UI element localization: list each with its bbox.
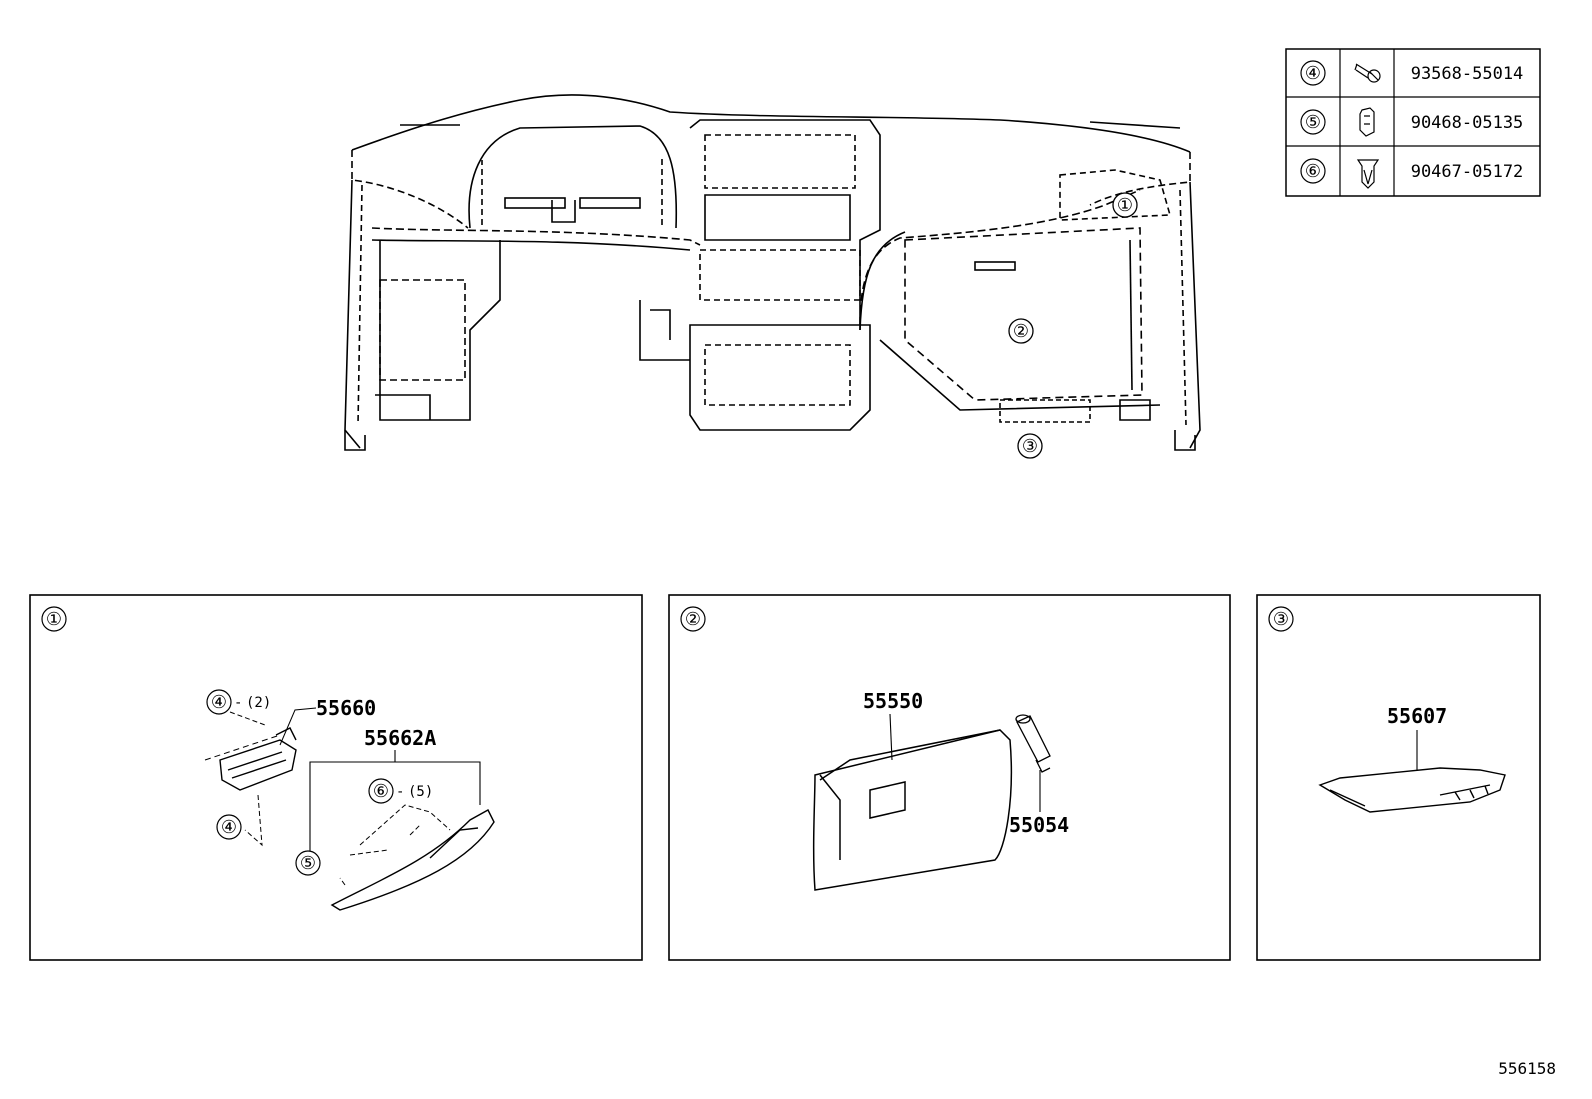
panel-1-ref: ① <box>46 609 62 630</box>
qty-label: - <box>234 695 242 711</box>
panel-3-ref: ③ <box>1273 609 1289 630</box>
legend-row-6: ⑥ 90467-05172 <box>1300 158 1524 189</box>
panel-1-ref-4-top: ④ <box>211 692 227 713</box>
legend-ref-6: ⑥ <box>1305 161 1321 182</box>
part-55662a-drawing <box>330 809 495 911</box>
legend-part-no: 93568-55014 <box>1411 64 1524 84</box>
legend-part-no: 90467-05172 <box>1411 162 1524 182</box>
panel-1-ref-6: ⑥ <box>373 781 389 802</box>
panel-1-ref-4-bottom: ④ <box>221 817 237 838</box>
legend-part-no: 90468-05135 <box>1411 113 1524 133</box>
part-label-55660: 55660 <box>316 696 376 720</box>
fastener-legend-table: ④ 93568-55014 ⑤ 90468-05135 ⑥ <box>1285 48 1541 197</box>
part-55550-glove-box-drawing <box>812 729 1013 891</box>
callout-1: ① <box>1117 195 1133 216</box>
legend-ref-5: ⑤ <box>1305 112 1321 133</box>
panel-2-ref: ② <box>685 609 701 630</box>
qty-6: (5) <box>408 784 433 800</box>
overview-callouts: ① ② ③ <box>1008 192 1138 459</box>
part-label-55550: 55550 <box>863 689 923 713</box>
part-55054-damper-drawing <box>1015 714 1051 773</box>
part-label-55607: 55607 <box>1387 704 1447 728</box>
legend-row-5: ⑤ 90468-05135 <box>1300 107 1524 137</box>
callout-3: ③ <box>1022 436 1038 457</box>
dashboard-overview <box>344 94 1201 451</box>
part-label-55054: 55054 <box>1009 813 1069 837</box>
legend-ref-4: ④ <box>1305 63 1321 84</box>
qty-4: (2) <box>246 695 271 711</box>
qty-label: - <box>396 784 404 800</box>
clip-icon <box>1359 107 1375 137</box>
callout-2: ② <box>1013 321 1029 342</box>
legend-row-4: ④ 93568-55014 <box>1300 60 1524 86</box>
detail-panel-3: ③ 55607 <box>1256 594 1541 961</box>
part-55660-drawing <box>204 727 297 791</box>
clip-fastener-icon <box>1356 159 1380 189</box>
detail-panel-2: ② 55550 55054 <box>668 594 1231 961</box>
detail-panel-1: ① ④ - (2) 55660 ④ 55662A ⑥ - <box>29 594 643 961</box>
panel-1-ref-5: ⑤ <box>300 853 316 874</box>
part-label-55662a: 55662A <box>364 726 436 750</box>
part-55607-lower-panel-drawing <box>1318 767 1506 813</box>
bolt-icon <box>1354 63 1381 83</box>
diagram-id: 556158 <box>1498 1059 1556 1078</box>
